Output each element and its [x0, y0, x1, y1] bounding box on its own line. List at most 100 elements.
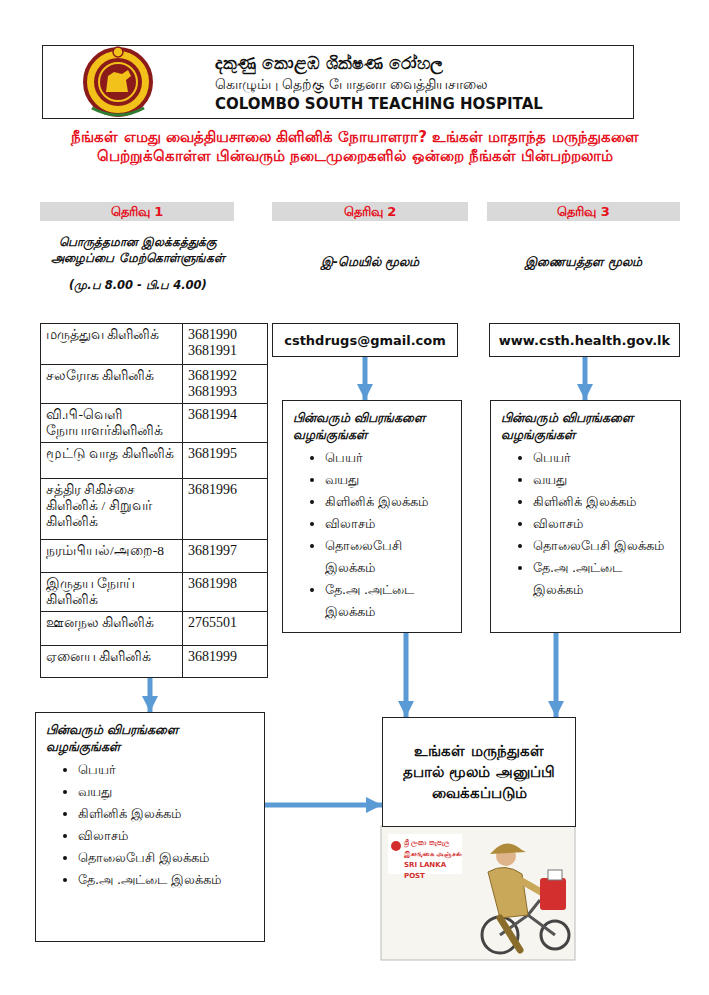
hospital-name: கொழும்பு தெற்கு போதனா வைத்தியசாலை	[215, 74, 625, 94]
clinic-name: ஏனைய கிளினிக்	[41, 646, 183, 678]
address-text: www.csth.health.gov.lk	[499, 333, 670, 348]
emblem-inner-ring	[99, 63, 137, 101]
details-item: தே.அ .அட்டை இலக்கம்	[325, 579, 453, 623]
details-list: பெயர்வயதுகிளினிக் இலக்கம்விலாசம்தொலைபேசி…	[46, 759, 256, 891]
mail-bag	[540, 878, 566, 910]
flow-arrow	[265, 803, 382, 808]
flow-arrow	[404, 633, 409, 717]
option-description: இணையத்தள மூலம்	[487, 254, 680, 271]
table-row: மூட்டு வாத கிளினிக்3681995	[41, 443, 268, 479]
table-row: சலரோக கிளினிக்3681992 3681993	[41, 365, 268, 404]
address-text: csthdrugs@gmail.com	[284, 333, 446, 348]
email-box: csthdrugs@gmail.com	[272, 323, 458, 357]
details-item: தொலைபேசி இலக்கம்	[533, 535, 672, 557]
details-item: விலாசம்	[78, 825, 256, 847]
details-list: பெயர்வயதுகிளினிக் இலக்கம்விலாசம்தொலைபேசி…	[501, 447, 672, 601]
postman-body	[488, 867, 528, 918]
option-label: தெரிவு 2	[272, 202, 468, 221]
picture-frame	[381, 826, 575, 960]
table-row: இருதய நோய் கிளினிக்3681998	[41, 573, 268, 612]
emblem-wreath	[92, 108, 144, 115]
details-list: பெயர்வயதுகிளினிக் இலக்கம்விலாசம்தொலைபேசி…	[293, 447, 453, 623]
details-item: வயது	[78, 781, 256, 803]
details-item: விலாசம்	[533, 513, 672, 535]
table-row: மருத்துவ கிளினிக்3681990 3681991	[41, 324, 268, 365]
details-item: விலாசம்	[325, 513, 453, 535]
table-row: நரம்பியல்/அறை-83681997	[41, 540, 268, 573]
details-item: பெயர்	[325, 447, 453, 469]
clinic-name: சத்திர சிகிச்சை கிளினிக் / சிறுவர் கிளின…	[41, 479, 183, 540]
hospital-name: දකුණු කොළඹ ශික්ෂණ රෝහල	[215, 52, 625, 74]
details-box: பின்வரும் விபரங்களை வழங்குங்கள் பெயர்வயது…	[35, 712, 265, 942]
title-text: நீங்கள் எமது வைத்தியசாலை கிளினிக் நோயாளர…	[48, 128, 662, 166]
details-item: கிளினிக் இலக்கம்	[533, 491, 672, 513]
table-row: வி.பி-வெளி நோயாளர்கிளினிக்3681994	[41, 404, 268, 443]
office-hours: (மு.ப 8.00 - பி.ப 4.00)	[40, 278, 236, 294]
clinic-name: சலரோக கிளினிக்	[41, 365, 183, 404]
phone-number: 3681994	[183, 404, 268, 443]
details-heading: பின்வரும் விபரங்களை வழங்குங்கள்	[46, 721, 256, 755]
table-row: சத்திர சிகிச்சை கிளினிக் / சிறுவர் கிளின…	[41, 479, 268, 540]
details-item: வயது	[533, 469, 672, 491]
details-item: தே.அ .அட்டை இலக்கம்	[78, 869, 256, 891]
emblem-centre	[94, 58, 142, 106]
details-heading: பின்வரும் விபரங்களை வழங்குங்கள்	[293, 409, 453, 443]
emblem-sun	[113, 47, 123, 57]
option-description: இ-மெயில் மூலம்	[272, 254, 468, 271]
details-box: பின்வரும் விபரங்களை வழங்குங்கள் பெயர்வயது…	[282, 400, 462, 633]
details-item: வயது	[325, 469, 453, 491]
letter	[548, 870, 562, 880]
clinic-name: மருத்துவ கிளினிக்	[41, 324, 183, 365]
option-band: தெரிவு 2	[272, 202, 468, 221]
phone-number: 3681997	[183, 540, 268, 573]
header-box: දකුණු කොළඹ ශික්ෂණ රෝහලகொழும்பு தெற்கு போ…	[42, 45, 634, 119]
option-label: தெரிவு 3	[487, 202, 680, 221]
emblem-lion	[106, 70, 131, 92]
phone-number: 3681999	[183, 646, 268, 678]
post-logo-mark	[391, 841, 401, 851]
phone-number: 3681996	[183, 479, 268, 540]
phone-number: 3681995	[183, 443, 268, 479]
phone-number: 3681990 3681991	[183, 324, 268, 365]
option-description: பொருத்தமான இலக்கத்துக்கு அழைப்பை மேற்கொள…	[40, 234, 236, 266]
clinic-name: நரம்பியல்/அறை-8	[41, 540, 183, 573]
details-item: தொலைபேசி இலக்கம்	[325, 535, 453, 579]
clinic-table: மருத்துவ கிளினிக்3681990 3681991சலரோக கி…	[40, 323, 268, 678]
postman-leg	[500, 918, 520, 950]
clinic-name: மூட்டு வாத கிளினிக்	[41, 443, 183, 479]
postman-hat	[490, 843, 526, 854]
table-row: ஊனநல கிளினிக்2765501	[41, 612, 268, 646]
post-logo-text: ශ්‍රී ලංකා තැපැල	[404, 838, 464, 849]
table-row: ஏனைய கிளினிக்3681999	[41, 646, 268, 678]
phone-number: 3681998	[183, 573, 268, 612]
phone-number: 3681992 3681993	[183, 365, 268, 404]
details-item: பெயர்	[78, 759, 256, 781]
flow-arrow	[148, 678, 153, 712]
option-label: தெரிவு 1	[40, 202, 234, 221]
flow-arrow	[583, 357, 588, 400]
post-logo-text: இலங்கை அஞ்சல்	[404, 849, 464, 860]
hospital-emblem	[85, 47, 151, 115]
phone-table: மருத்துவ கிளினிக்3681990 3681991சலரோக கி…	[40, 323, 268, 678]
clinic-name: இருதய நோய் கிளினிக்	[41, 573, 183, 612]
flow-arrow	[554, 633, 559, 717]
postman-picture	[381, 826, 575, 960]
result-box: உங்கள் மருந்துகள் தபால் மூலம் அனுப்பி வை…	[382, 717, 576, 827]
details-item: கிளினிக் இலக்கம்	[78, 803, 256, 825]
details-box: பின்வரும் விபரங்களை வழங்குங்கள் பெயர்வயது…	[490, 400, 681, 633]
hospital-name: COLOMBO SOUTH TEACHING HOSPITAL	[215, 94, 625, 114]
website-box: www.csth.health.gov.lk	[489, 323, 680, 357]
flow-arrow	[363, 357, 368, 400]
details-item: தொலைபேசி இலக்கம்	[78, 847, 256, 869]
emblem-ring	[85, 49, 151, 115]
details-item: தே.அ .அட்டை இலக்கம்	[533, 557, 672, 601]
details-heading: பின்வரும் விபரங்களை வழங்குங்கள்	[501, 409, 672, 443]
result-text: உங்கள் மருந்துகள் தபால் மூலம் அனுப்பி வை…	[395, 741, 563, 804]
clinic-name: ஊனநல கிளினிக்	[41, 612, 183, 646]
details-item: பெயர்	[533, 447, 672, 469]
option-band: தெரிவு 3	[487, 202, 680, 221]
phone-number: 2765501	[183, 612, 268, 646]
clinic-name: வி.பி-வெளி நோயாளர்கிளினிக்	[41, 404, 183, 443]
details-item: கிளினிக் இலக்கம்	[325, 491, 453, 513]
